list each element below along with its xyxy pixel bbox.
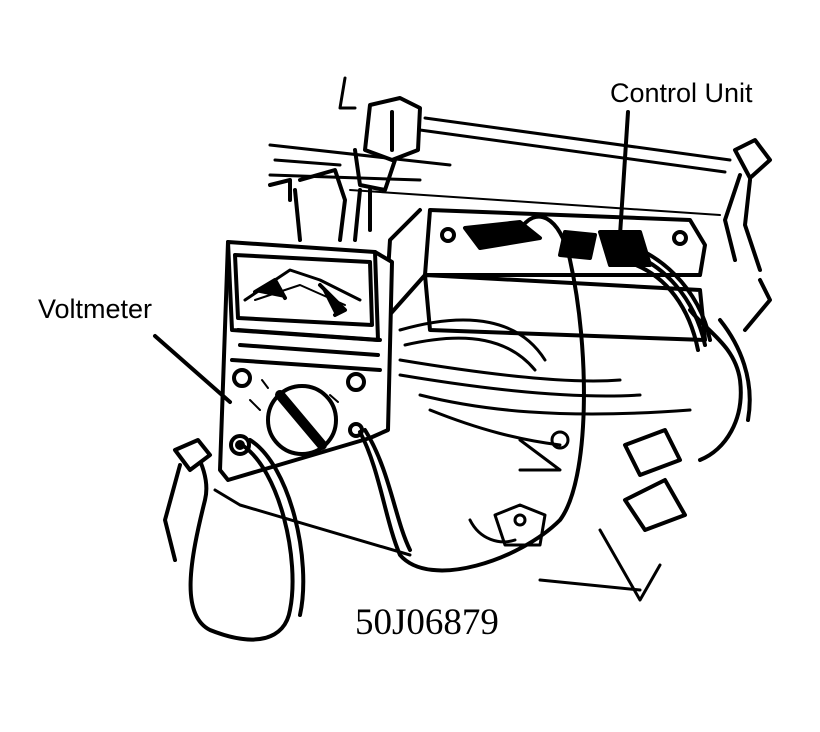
mount-bracket <box>268 168 347 242</box>
top-connector <box>353 96 422 242</box>
control-unit-leader <box>618 110 630 237</box>
voltmeter-label: Voltmeter <box>38 294 153 324</box>
floor-wiring <box>398 318 692 547</box>
wire-harness <box>610 138 772 532</box>
figure-code: 50J06879 <box>355 602 499 643</box>
control-unit-label: Control Unit <box>610 78 753 108</box>
voltmeter-body <box>218 240 394 482</box>
voltmeter-leader <box>153 334 232 404</box>
test-leads <box>163 214 586 642</box>
dash-panel <box>213 76 732 602</box>
